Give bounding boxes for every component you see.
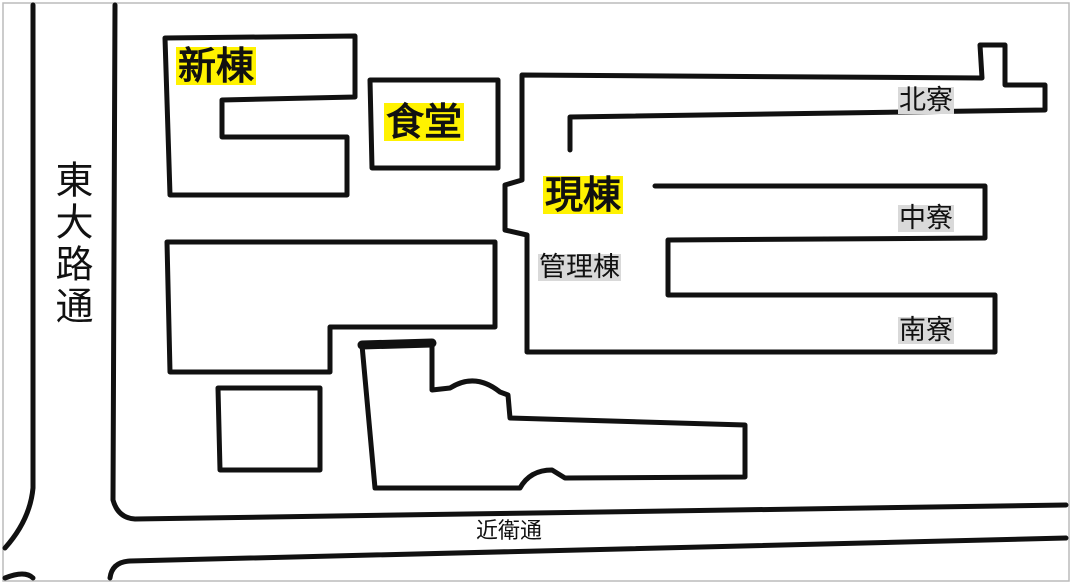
higashioji-road-left-edge <box>2 2 36 551</box>
konoe-road-bottom-edge <box>107 535 1069 581</box>
building-outline-small <box>215 385 323 473</box>
new-building-label: 新棟 <box>176 44 257 88</box>
building-outline-south <box>359 340 748 491</box>
cafeteria-outline <box>367 77 501 171</box>
higashioji-road-right-edge <box>110 2 1069 522</box>
higashioji-road-label: 東大路通 <box>49 160 93 328</box>
admin-building-label: 管理棟 <box>538 252 621 283</box>
cafeteria-label: 食堂 <box>384 100 465 144</box>
current-building-label: 現棟 <box>543 173 624 217</box>
north-dorm-label: 北寮 <box>898 85 954 116</box>
new-building-outline <box>162 33 358 198</box>
dormitory-complex-outline <box>502 42 1048 355</box>
konoe-road-label: 近衛通 <box>476 519 543 544</box>
south-dorm-label: 南寮 <box>898 315 954 346</box>
road-bottom-left-corner <box>2 571 36 581</box>
middle-dorm-label: 中寮 <box>898 203 954 234</box>
building-outline-west <box>164 239 498 375</box>
